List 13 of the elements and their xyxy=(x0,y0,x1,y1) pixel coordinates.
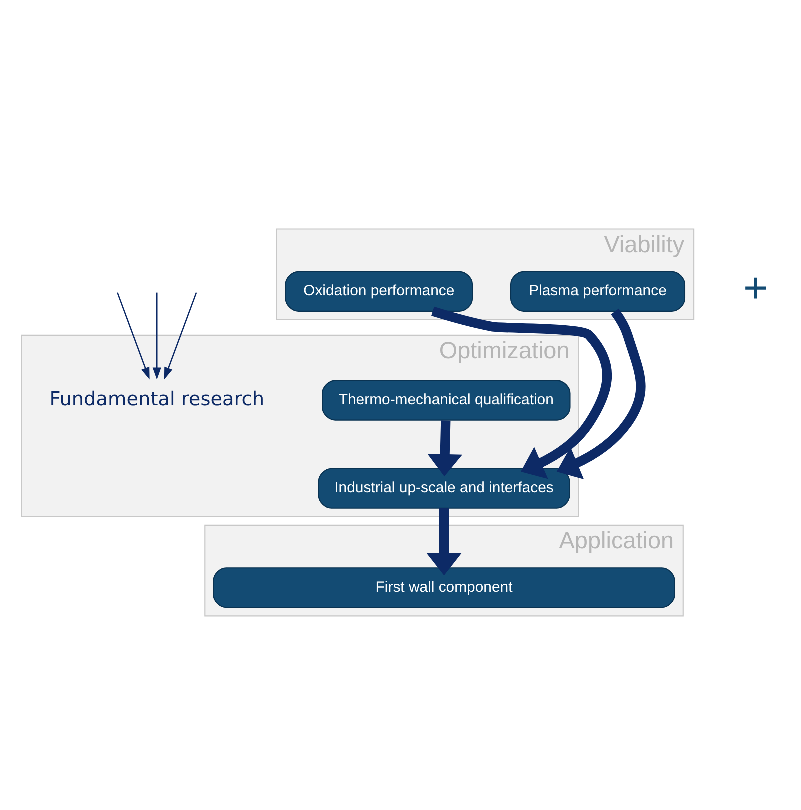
node-box: First wall component xyxy=(213,568,676,608)
arrow xyxy=(426,508,462,576)
arrow xyxy=(432,306,612,480)
arrow xyxy=(164,292,198,380)
node-box: Thermo-mechanical qualification xyxy=(322,380,571,421)
label: + xyxy=(744,264,768,312)
node-box: Plasma performance xyxy=(510,271,686,312)
node-box: Oxidation performance xyxy=(285,271,474,312)
node-text: Fundamental research xyxy=(50,387,265,410)
arrow xyxy=(152,292,162,380)
arrow xyxy=(117,292,150,380)
node-box: Industrial up-scale and interfaces xyxy=(318,468,570,509)
arrow xyxy=(428,420,463,477)
